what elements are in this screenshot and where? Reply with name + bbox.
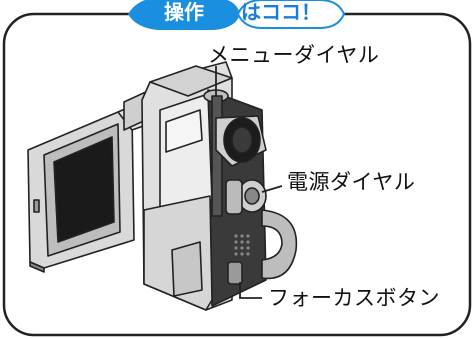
camera-body [141,61,267,311]
menu-dial-label: メニューダイヤル [208,43,380,67]
lcd-panel [27,111,135,273]
leader-lines [215,66,283,299]
camcorder-illustration [27,61,298,311]
power-dial-icon [225,179,267,215]
hand-strap [261,209,298,280]
focus-button-icon [227,261,243,285]
speaker-grille [234,234,250,256]
header-tab-operation [128,0,240,30]
focus-button-label: フォーカスボタン [268,286,440,310]
viewfinder [215,115,267,167]
header-tab-here [236,0,346,29]
header-tab-here-label: はココ！ [241,0,321,24]
power-dial-label: 電源ダイヤル [287,170,416,194]
header-tab-operation-label: 操作 [164,0,204,24]
